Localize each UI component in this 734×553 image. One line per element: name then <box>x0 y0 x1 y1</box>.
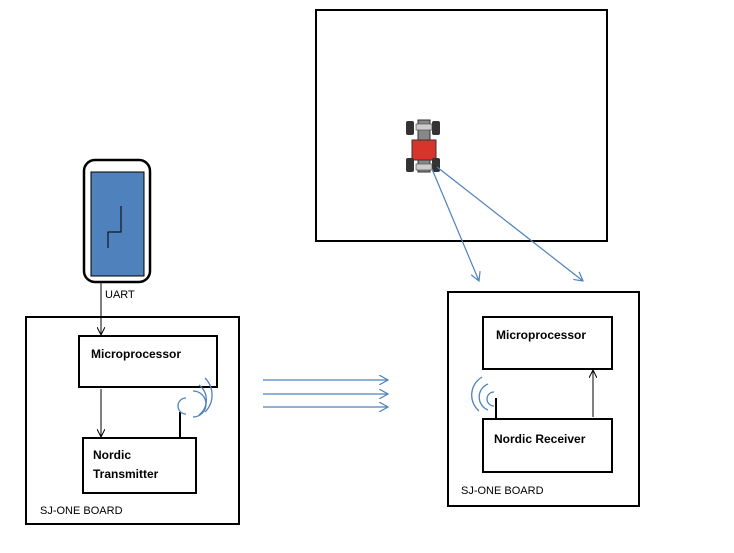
rx-microprocessor-box <box>482 316 613 370</box>
wireless-transmission-arrows <box>263 380 388 407</box>
tx-microprocessor-box <box>78 335 218 388</box>
wireless-signal-icon <box>471 376 495 412</box>
tx-microprocessor-label: Microprocessor <box>91 347 182 361</box>
uart-label: UART <box>105 289 135 301</box>
rx-nordic-receiver-box <box>482 418 613 473</box>
field-area-box <box>315 9 608 242</box>
tx-board-label: SJ-ONE BOARD <box>40 505 123 517</box>
tx-nordic-label-line1: Nordic <box>93 448 132 462</box>
tx-nordic-transmitter-box <box>82 437 197 494</box>
wireless-signal-icon <box>177 377 213 418</box>
car-to-receiver-arrows <box>431 166 583 281</box>
rc-car-icon <box>406 119 440 173</box>
tx-nordic-label-line2: Transmitter <box>93 467 159 481</box>
rx-board-label: SJ-ONE BOARD <box>461 485 544 497</box>
rx-microprocessor-label: Microprocessor <box>496 328 587 342</box>
phone-icon <box>82 158 152 284</box>
rx-nordic-receiver-label: Nordic Receiver <box>494 432 586 446</box>
